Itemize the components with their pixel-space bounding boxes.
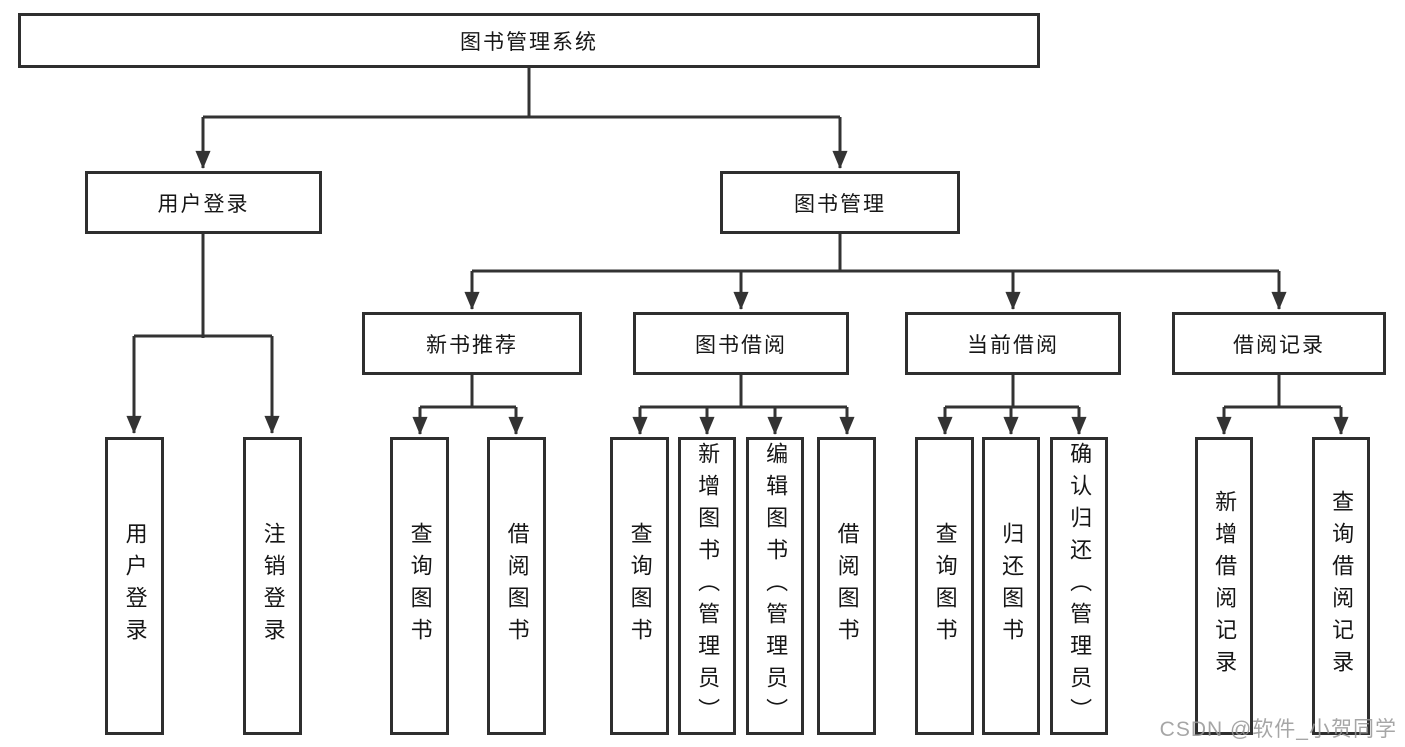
node-label: 新书推荐: [426, 333, 518, 357]
node-current-borrowing: 当前借阅: [905, 312, 1121, 375]
leaf-label: 查询图书: [932, 522, 958, 650]
leaf-label: 新增图书（管理员）: [695, 442, 721, 730]
node-borrowing-records: 借阅记录: [1172, 312, 1386, 375]
leaf-borrow-books-recommend: 借阅图书: [487, 437, 546, 735]
leaf-label: 借阅图书: [504, 522, 530, 650]
node-library-management-system: 图书管理系统: [18, 13, 1040, 68]
node-label: 图书管理: [794, 192, 886, 216]
leaf-label: 编辑图书（管理员）: [763, 442, 789, 730]
leaf-query-borrow-record: 查询借阅记录: [1312, 437, 1370, 735]
node-label: 图书借阅: [695, 333, 787, 357]
node-label: 借阅记录: [1233, 333, 1325, 357]
leaf-confirm-return-admin: 确认归还（管理员）: [1050, 437, 1108, 735]
leaf-borrow-books-borrowing: 借阅图书: [817, 437, 876, 735]
node-new-book-recommendation: 新书推荐: [362, 312, 582, 375]
node-book-borrowing: 图书借阅: [633, 312, 849, 375]
leaf-edit-books-admin: 编辑图书（管理员）: [746, 437, 804, 735]
leaf-label: 新增借阅记录: [1212, 490, 1238, 682]
leaf-return-books: 归还图书: [982, 437, 1040, 735]
leaf-label: 借阅图书: [834, 522, 860, 650]
leaf-query-books-borrowing: 查询图书: [610, 437, 669, 735]
node-label: 图书管理系统: [460, 30, 598, 54]
leaf-add-books-admin: 新增图书（管理员）: [678, 437, 736, 735]
leaf-label: 注销登录: [260, 522, 286, 650]
leaf-query-books-current: 查询图书: [915, 437, 974, 735]
leaf-add-borrow-record: 新增借阅记录: [1195, 437, 1253, 735]
node-label: 用户登录: [157, 192, 250, 216]
node-user-login: 用户登录: [85, 171, 322, 234]
leaf-label: 查询借阅记录: [1329, 490, 1355, 682]
leaf-logout-login: 注销登录: [243, 437, 302, 735]
leaf-user-login: 用户登录: [105, 437, 164, 735]
leaf-label: 用户登录: [122, 522, 148, 650]
node-book-management: 图书管理: [720, 171, 960, 234]
node-label: 当前借阅: [967, 333, 1059, 357]
leaf-query-books-recommend: 查询图书: [390, 437, 449, 735]
leaf-label: 归还图书: [999, 522, 1025, 650]
leaf-label: 查询图书: [407, 522, 433, 650]
leaf-label: 查询图书: [627, 522, 653, 650]
leaf-label: 确认归还（管理员）: [1067, 442, 1093, 730]
